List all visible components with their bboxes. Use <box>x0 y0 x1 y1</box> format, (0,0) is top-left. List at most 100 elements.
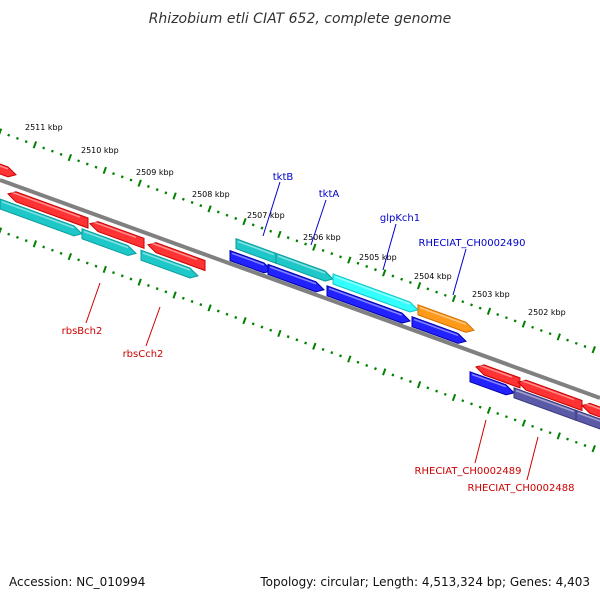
callout-line <box>310 199 327 246</box>
major-tick <box>486 307 492 315</box>
gene-callout: RHECIAT_CH0002489 <box>415 419 521 477</box>
major-tick <box>556 432 561 440</box>
inner-tick-track <box>0 227 596 453</box>
major-tick <box>0 227 3 234</box>
minor-tick <box>365 264 369 268</box>
gene-callout: rbsCch2 <box>123 306 163 360</box>
minor-tick <box>164 191 168 195</box>
gene-arrow <box>469 371 515 396</box>
minor-tick <box>59 152 63 156</box>
minor-tick <box>574 341 578 345</box>
gene-callout: tktA <box>310 189 339 246</box>
minor-tick <box>199 303 203 307</box>
minor-tick <box>566 437 570 441</box>
accession-text: Accession: NC_010994 <box>9 575 145 589</box>
gene-features: tktBtktAglpKch1RHECIAT_CH0002490rbsBch2r… <box>0 163 600 494</box>
minor-tick <box>260 325 264 329</box>
minor-tick <box>164 290 168 294</box>
minor-tick <box>531 424 535 428</box>
tick-label: 2509 kbp <box>136 168 174 177</box>
minor-tick <box>400 376 404 380</box>
tick-label: 2510 kbp <box>81 146 119 155</box>
minor-tick <box>225 213 229 217</box>
minor-tick <box>470 402 473 406</box>
major-tick <box>137 278 142 286</box>
minor-tick <box>321 248 325 252</box>
gene-arrow <box>326 285 411 324</box>
minor-tick <box>190 299 194 303</box>
minor-tick <box>216 210 220 214</box>
minor-tick <box>225 312 229 316</box>
minor-tick <box>400 277 404 281</box>
minor-tick <box>146 184 150 188</box>
gene-callout: rbsBch2 <box>62 282 102 337</box>
minor-tick <box>77 258 81 262</box>
minor-tick <box>112 172 115 176</box>
major-tick <box>277 329 282 338</box>
major-tick <box>312 342 317 350</box>
minor-tick <box>295 338 299 342</box>
gene-arrow <box>81 228 137 257</box>
minor-tick <box>42 146 46 150</box>
minor-tick <box>181 296 185 300</box>
minor-tick <box>548 332 552 336</box>
major-tick <box>32 240 38 248</box>
gene-arrow <box>581 402 600 418</box>
minor-tick <box>330 252 334 256</box>
tick-label: 2507 kbp <box>247 211 285 220</box>
major-tick <box>347 256 352 264</box>
major-tick <box>591 445 596 453</box>
minor-tick <box>120 175 124 179</box>
minor-tick <box>199 204 203 208</box>
minor-tick <box>15 136 19 140</box>
major-tick <box>521 320 527 328</box>
major-tick <box>521 419 527 427</box>
minor-tick <box>269 328 273 332</box>
major-tick <box>556 333 561 341</box>
major-tick <box>32 141 38 149</box>
minor-tick <box>42 245 46 249</box>
major-tick <box>207 304 212 312</box>
major-tick <box>207 205 212 213</box>
minor-tick <box>94 165 98 169</box>
genome-backbone <box>0 178 600 400</box>
minor-tick <box>190 200 194 204</box>
minor-tick <box>478 405 482 409</box>
major-tick <box>347 355 352 363</box>
minor-tick <box>286 335 290 339</box>
minor-tick <box>513 418 517 422</box>
callout-line <box>526 436 539 481</box>
callout-line <box>85 282 101 324</box>
major-tick <box>67 252 73 261</box>
tick-label: 2508 kbp <box>192 190 230 199</box>
minor-tick <box>146 283 150 287</box>
minor-tick <box>15 235 19 239</box>
callout-line <box>145 306 161 347</box>
minor-tick <box>330 351 334 355</box>
major-tick <box>137 179 142 187</box>
gene-label: tktB <box>273 172 294 183</box>
gene-label: RHECIAT_CH0002488 <box>468 483 575 494</box>
major-tick <box>172 192 177 200</box>
callout-line <box>452 248 467 296</box>
tick-label: 2503 kbp <box>472 290 510 299</box>
gene-arrow <box>147 241 206 272</box>
minor-tick <box>426 386 430 390</box>
minor-tick <box>461 399 465 403</box>
major-tick <box>67 153 73 162</box>
minor-tick <box>129 178 133 182</box>
minor-tick <box>269 229 273 233</box>
minor-tick <box>356 360 360 364</box>
minor-tick <box>155 188 159 192</box>
minor-tick <box>295 239 299 243</box>
major-tick <box>277 230 282 239</box>
gene-arrow <box>275 252 334 282</box>
minor-tick <box>216 309 220 313</box>
gene-callout: RHECIAT_CH0002488 <box>468 436 575 494</box>
gene-arrow <box>575 409 600 430</box>
minor-tick <box>496 412 500 415</box>
gene-arrow <box>267 263 325 293</box>
major-tick <box>451 294 457 303</box>
